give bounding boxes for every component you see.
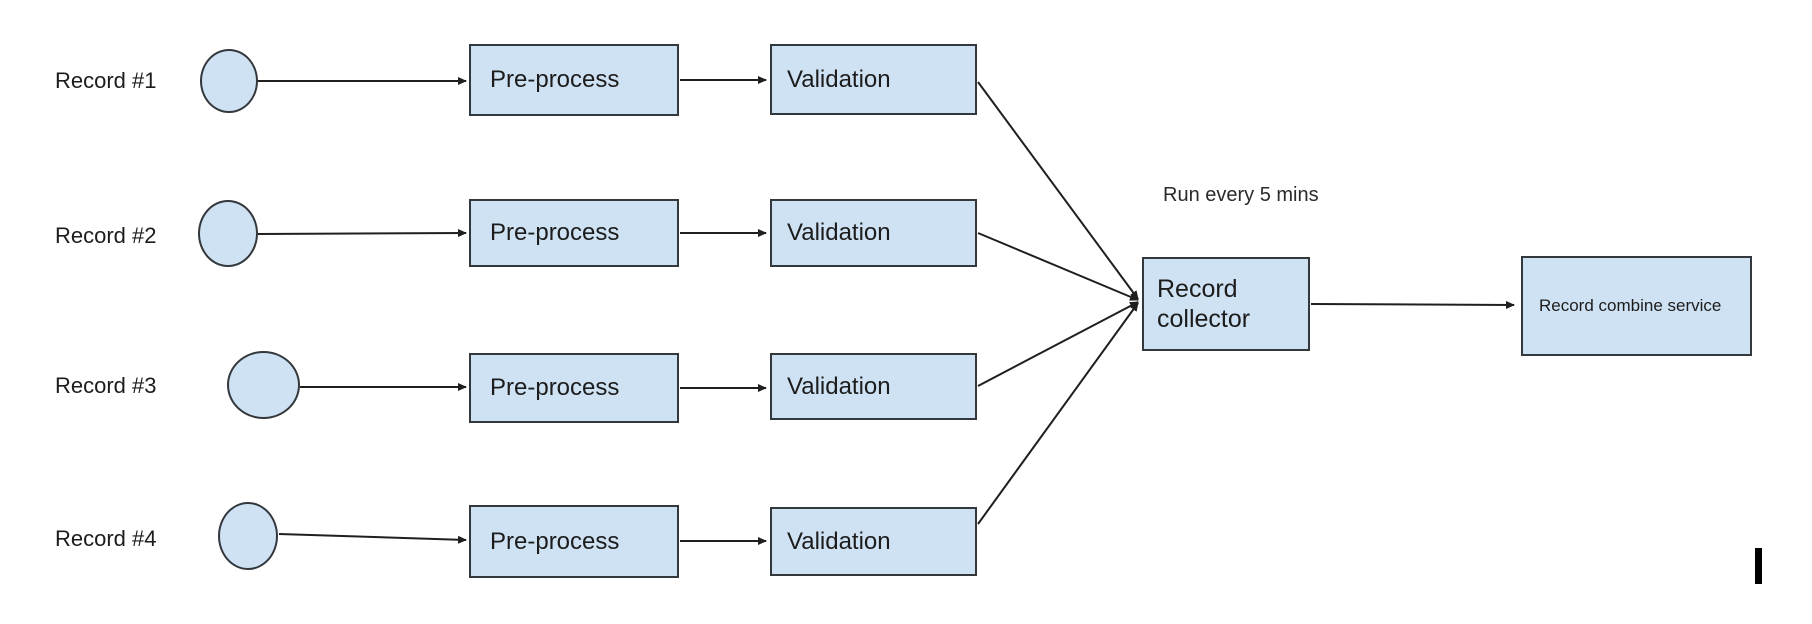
arrow-record2-preprocess	[257, 229, 467, 238]
record-2-start-circle	[198, 200, 258, 267]
record-collector-label: Record collector	[1157, 275, 1251, 333]
record-4-preprocess-box: Pre-process	[469, 505, 679, 578]
validation-label: Validation	[787, 372, 891, 400]
record-2-preprocess-box: Pre-process	[469, 199, 679, 267]
arrow-validation1-collector	[977, 81, 1139, 300]
record-collector-box: Record collector	[1142, 257, 1310, 351]
record-4-start-circle	[218, 502, 278, 570]
preprocess-label: Pre-process	[490, 66, 620, 93]
record-3-start-circle	[227, 351, 300, 419]
validation-label: Validation	[787, 527, 891, 555]
record-1-label: Record #1	[55, 68, 157, 93]
validation-label: Validation	[787, 219, 891, 246]
record-1-validation-box: Validation	[770, 44, 977, 115]
text-caret	[1755, 548, 1762, 584]
preprocess-label: Pre-process	[490, 527, 620, 555]
validation-label: Validation	[787, 65, 891, 93]
record-3-validation-box: Validation	[770, 353, 977, 420]
run-interval-annotation: Run every 5 mins	[1163, 184, 1319, 206]
arrow-validation3-collector	[977, 301, 1139, 387]
record-combine-service-box: Record combine service	[1521, 256, 1752, 356]
record-combine-service-label: Record combine service	[1539, 296, 1722, 315]
record-4-validation-box: Validation	[770, 507, 977, 576]
arrow-record4-preprocess	[278, 533, 467, 544]
record-1-start-circle	[200, 49, 258, 113]
record-2-validation-box: Validation	[770, 199, 977, 267]
preprocess-label: Pre-process	[490, 374, 620, 401]
record-1-preprocess-box: Pre-process	[469, 44, 679, 116]
record-2-label: Record #2	[55, 223, 157, 248]
arrow-validation4-collector	[977, 302, 1139, 525]
record-3-preprocess-box: Pre-process	[469, 353, 679, 423]
arrow-collector-combine	[1310, 300, 1515, 309]
record-3-label: Record #3	[55, 373, 157, 398]
arrow-validation2-collector	[977, 232, 1139, 301]
preprocess-label: Pre-process	[490, 219, 620, 246]
record-4-label: Record #4	[55, 526, 157, 551]
